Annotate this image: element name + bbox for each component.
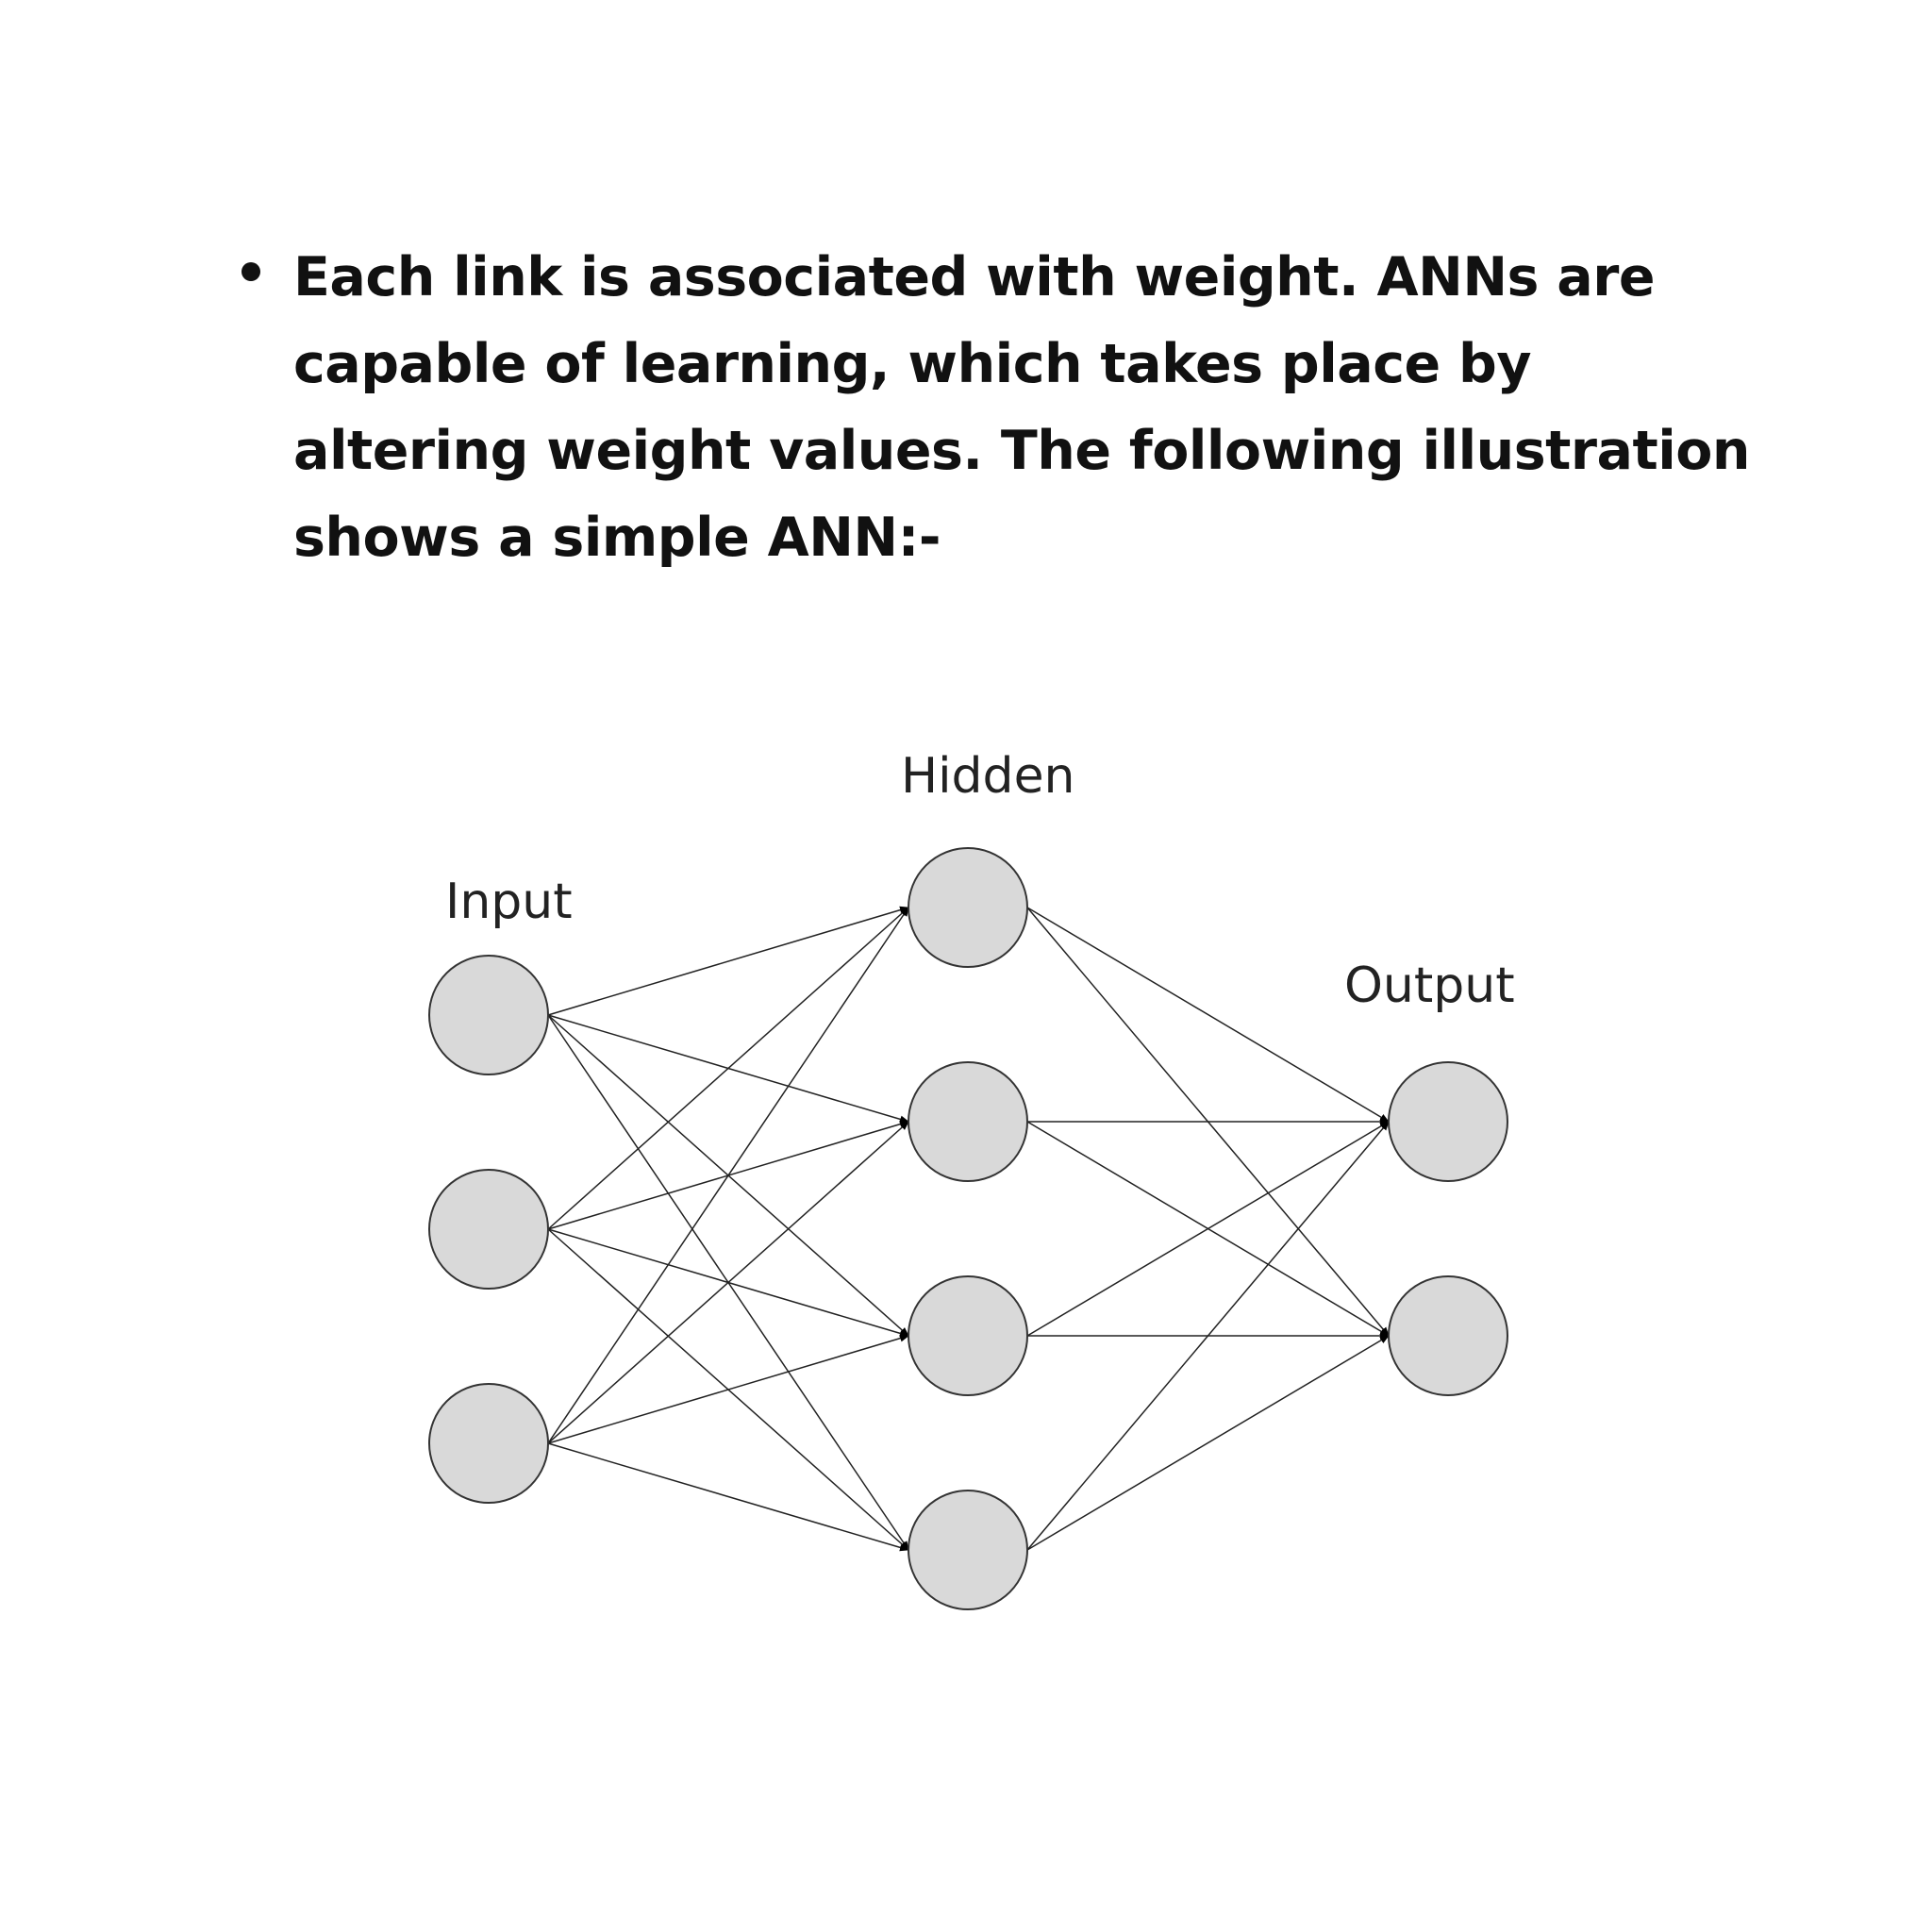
input-node-1 <box>428 955 549 1075</box>
hidden-layer-label: Hidden <box>901 748 1075 805</box>
hidden-node-1 <box>908 847 1028 968</box>
input-layer-label: Input <box>445 874 573 930</box>
connection-hidden-3-to-output-1 <box>1026 1121 1390 1337</box>
input-node-2 <box>428 1169 549 1290</box>
connection-input-3-to-hidden-1 <box>547 907 909 1444</box>
output-layer-label: Output <box>1344 958 1515 1014</box>
node-group <box>428 847 1508 1610</box>
connection-hidden-1-to-output-1 <box>1026 907 1390 1123</box>
connection-input-3-to-hidden-4 <box>547 1442 909 1552</box>
output-node-2 <box>1388 1275 1508 1396</box>
bullet-dot-icon <box>242 262 260 281</box>
hidden-node-2 <box>908 1061 1028 1182</box>
input-node-3 <box>428 1383 549 1504</box>
connection-hidden-4-to-output-2 <box>1026 1335 1390 1551</box>
connection-hidden-4-to-output-1 <box>1026 1121 1390 1551</box>
connection-input-3-to-hidden-3 <box>547 1334 909 1444</box>
connection-group <box>547 906 1390 1552</box>
bullet-text: Each link is associated with weight. ANN… <box>293 246 1750 569</box>
connection-input-2-to-hidden-1 <box>547 907 909 1230</box>
hidden-node-4 <box>908 1490 1028 1610</box>
output-node-1 <box>1388 1061 1508 1182</box>
connection-input-1-to-hidden-1 <box>547 906 909 1016</box>
hidden-node-3 <box>908 1275 1028 1396</box>
connection-input-3-to-hidden-2 <box>547 1121 909 1444</box>
